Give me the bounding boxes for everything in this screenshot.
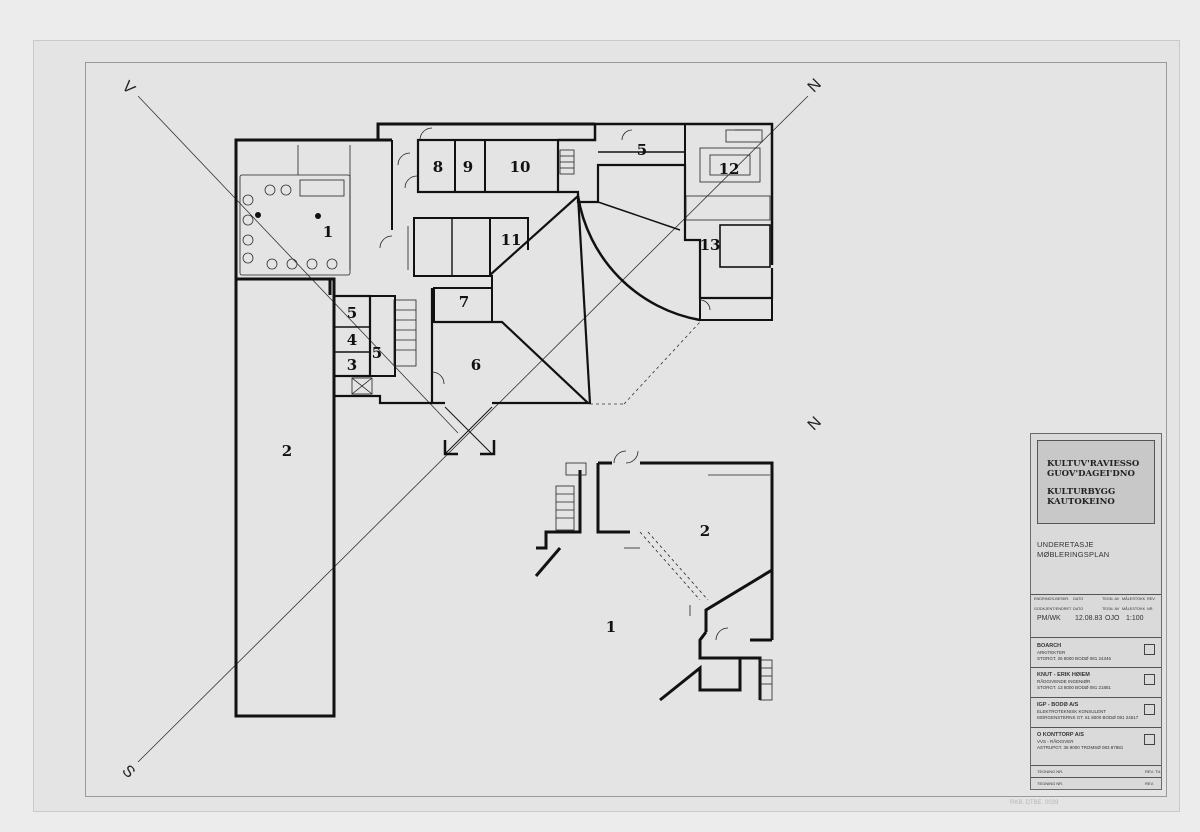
firm-name: IGP - BODØ A/S (1037, 702, 1079, 708)
org-sami-line2: GUOV'DAGEI'DNO (1047, 469, 1135, 479)
lower-floor-plan (534, 461, 774, 702)
room-label-lower-room-1: 1 (606, 618, 616, 636)
header-cell: MÅLESTOKK (1122, 597, 1146, 601)
room-label-room-12: 12 (719, 160, 740, 178)
room-label-room-2: 2 (282, 442, 292, 460)
drawing-number-row: TEGNING NR. REV. (1031, 777, 1161, 790)
firm-checkbox (1144, 734, 1155, 745)
org-no-line2: KAUTOKEINO (1047, 497, 1115, 507)
drawing-title: UNDERETASJE MØBLERINGSPLAN (1037, 540, 1109, 560)
header-cell: MÅLESTOKK (1122, 607, 1146, 611)
title-block: KULTUV'RAVIESSO GUOV'DAGEI'DNO KULTURBYG… (1030, 433, 1162, 790)
section-axis-lines (137, 95, 809, 763)
org-sami-line1: KULTUV'RAVIESSO (1047, 459, 1140, 469)
header-cell: TEGN. AV (1102, 607, 1120, 611)
firm-checkbox (1144, 704, 1155, 715)
header-cell: DATO (1073, 607, 1084, 611)
header-cell: REV. (1147, 597, 1156, 601)
room-label-room-5c: 5 (637, 141, 647, 159)
drawing-number-label: TEGNING NR. (1037, 769, 1064, 774)
drawing-number-row: TEGNING NR. REV. TIL (1031, 765, 1161, 778)
drawing-number-label: TEGNING NR. (1037, 781, 1064, 786)
firm-line1: ELEKTROTEKNISK KONSULENT (1037, 709, 1107, 714)
firm-name: KNUT - ERIK HØIEM (1037, 672, 1090, 678)
revision-label: REV. (1145, 781, 1154, 786)
room-1-columns (255, 212, 321, 219)
value-scale: 1:100 (1126, 615, 1144, 622)
dashed-lines (590, 321, 701, 405)
drawing-title-line2: MØBLERINGSPLAN (1037, 550, 1110, 559)
firm-line2: STORGT. 26 8000 BODØ 081 24346 (1037, 656, 1111, 661)
room-label-room-7: 7 (459, 293, 469, 311)
firm-checkbox (1144, 644, 1155, 655)
revision-label: REV. TIL (1145, 769, 1161, 774)
firm-name: O KONTTORP A/S (1037, 732, 1084, 738)
sheet-footnote: RKB. DTBE. 0039 (1010, 800, 1059, 806)
axis-n-lower-label: N (805, 414, 825, 434)
room-label-room-5a: 5 (347, 304, 357, 322)
drawing-title-line1: UNDERETASJE (1037, 540, 1094, 549)
room-label-room-6: 6 (471, 356, 481, 374)
room-label-room-9: 9 (463, 158, 473, 176)
value-date: 12.08.83 (1075, 615, 1103, 622)
header-cell: ENDRINGS-BESKR. (1034, 597, 1070, 601)
room-1-chairs (242, 184, 338, 270)
revision-table: ENDRINGS-BESKR. DATO TEGN. AV MÅLESTOKK … (1031, 594, 1161, 643)
firm-line1: VVS - RÅDGIVER (1037, 739, 1074, 744)
upper-floor-plan (234, 122, 774, 718)
value-drawer: OJO (1105, 615, 1120, 622)
title-block-header: KULTUV'RAVIESSO GUOV'DAGEI'DNO KULTURBYG… (1037, 440, 1155, 524)
firm-name: BOARCH (1037, 643, 1062, 649)
room-label-room-10: 10 (510, 158, 531, 176)
firm-line2: STORGT. 13 8000 BODØ 081 21881 (1037, 685, 1111, 690)
room-label-room-5b: 5 (372, 344, 382, 362)
axis-v-label: V (118, 78, 138, 98)
room-label-room-4: 4 (347, 331, 357, 349)
drawing-sheet (33, 40, 1180, 812)
lower-plan-details (555, 450, 773, 701)
room-label-room-1: 1 (323, 223, 333, 241)
firm-line2: ASTRUPGT. 36 9000 TROMSØ 083 87881 (1037, 745, 1124, 750)
header-cell: DATO (1073, 597, 1084, 601)
room-label-room-11: 11 (501, 231, 522, 249)
room-label-room-8: 8 (433, 158, 443, 176)
room-label-room-13: 13 (700, 236, 721, 254)
firm-line1: ARKITEKTER (1037, 650, 1066, 655)
firm-checkbox (1144, 674, 1155, 685)
drawing-frame (85, 62, 1167, 797)
firm-line2: MORGENSTERNS GT. 61 8000 BODØ 081 24617 (1037, 715, 1139, 720)
room-label-room-3: 3 (347, 356, 357, 374)
header-cell: GODKJENT/ENDRET (1034, 607, 1072, 611)
firm-line1: RÅDGIVENDE INGENIØR (1037, 679, 1091, 684)
entrance-symbol (443, 406, 496, 456)
interior-details (239, 127, 771, 395)
org-no-line1: KULTURBYGG (1047, 487, 1116, 497)
room-label-lower-room-2: 2 (700, 522, 710, 540)
value-drawn-by: PM/WK (1037, 615, 1061, 622)
header-cell: NR. (1147, 607, 1154, 611)
axis-n-upper-label: N (805, 76, 825, 96)
axis-s-label: S (118, 762, 138, 782)
header-cell: TEGN. AV (1102, 597, 1120, 601)
